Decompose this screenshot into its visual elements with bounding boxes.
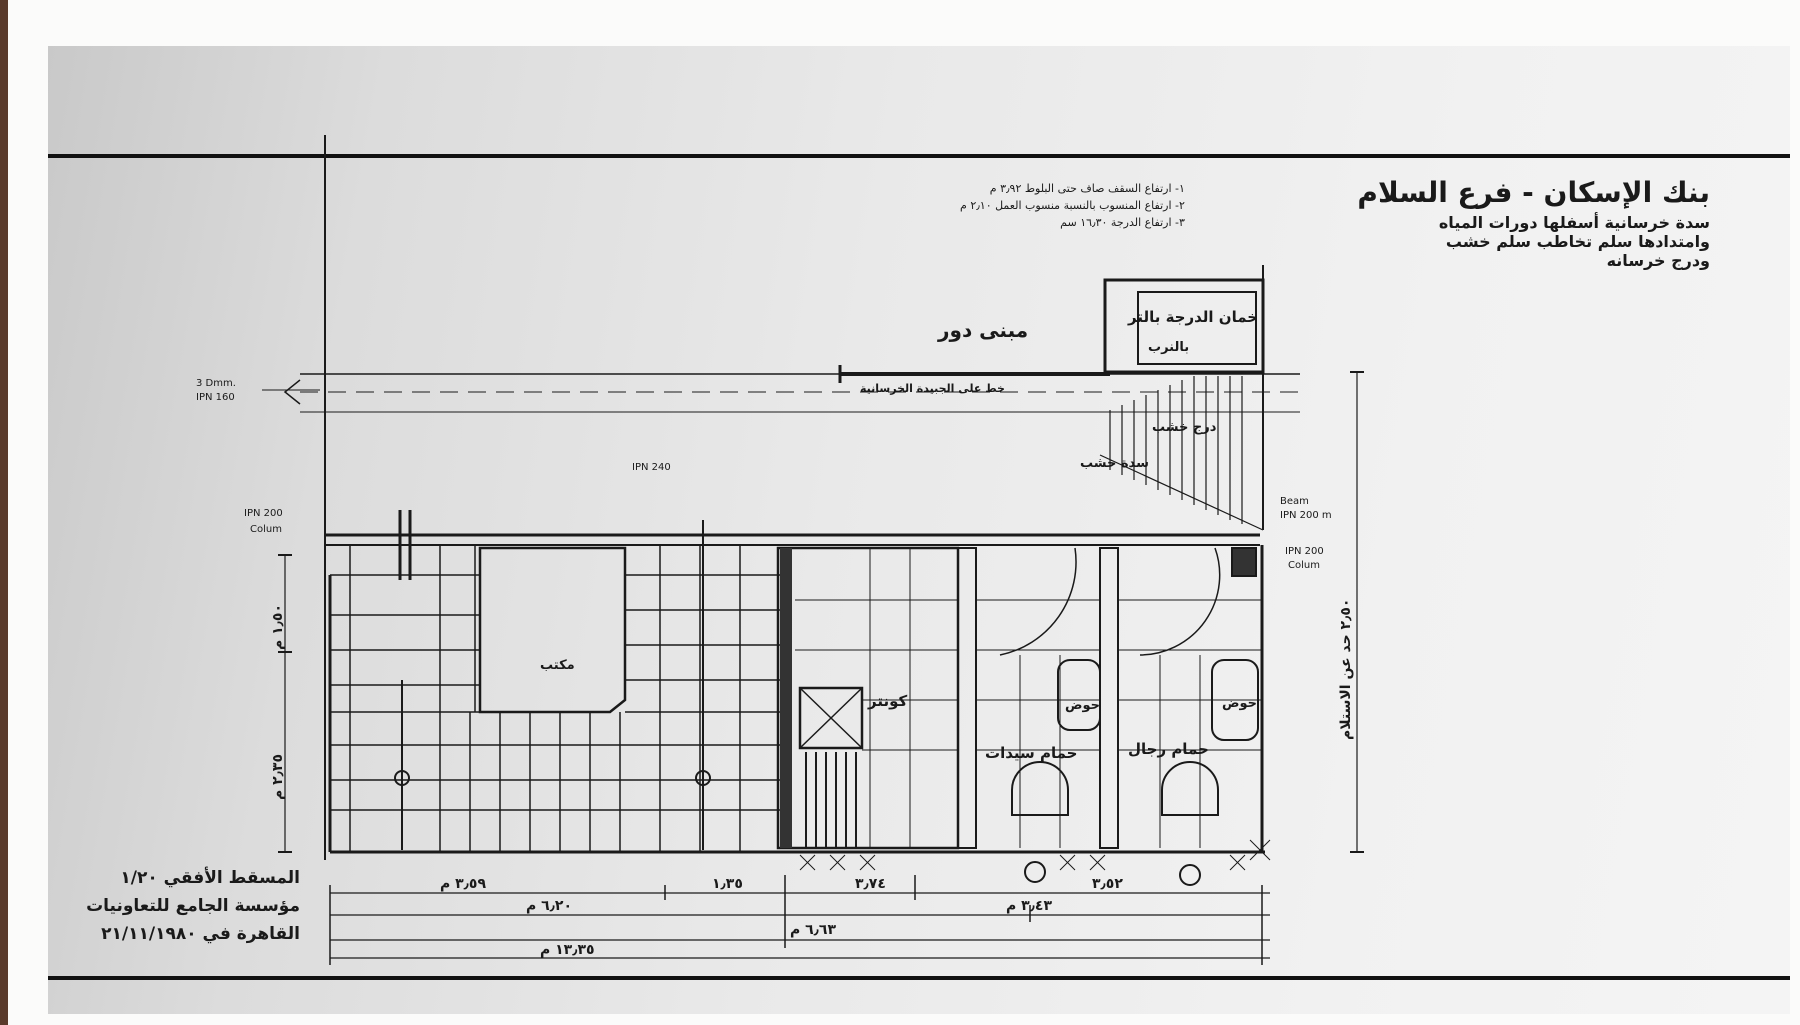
label-office: مكتب: [540, 658, 575, 673]
label-beam-dim-2: IPN 160: [196, 392, 235, 403]
label-beam-dim-1: 3 Dmm.: [196, 378, 236, 389]
door-swing-m: [1139, 547, 1221, 656]
label-street-side: مبنى دور: [938, 318, 1029, 342]
dim-d3: ٣٫٧٤: [855, 876, 886, 892]
dim-d7: ٦٫٦٣ م: [790, 922, 837, 938]
dim-d8: ١٣٫٣٥ م: [540, 942, 595, 958]
vert-dim-left-2: ٢٫٣٥ م: [270, 753, 286, 800]
title-line-3: وامتدادها سلم تخاطب سلم خشب: [1445, 232, 1710, 251]
stair-title-box: [1137, 291, 1257, 365]
label-stair-title: خمان الدرجة بالتر: [1128, 308, 1259, 326]
dim-d5: ٦٫٢٠ م: [526, 898, 573, 914]
caption-line-2: مؤسسة الجامع للتعاونيات: [86, 896, 300, 916]
label-sink-w: حوض: [1065, 698, 1101, 713]
column-right: [1231, 547, 1257, 577]
wc-w: [1011, 761, 1069, 816]
stair-hatch: [805, 752, 857, 848]
caption-line-3: القاهرة في ٢١/١١/١٩٨٠: [101, 924, 300, 944]
photo-edge: [0, 0, 8, 1025]
label-col-right-2: IPN 200 m: [1280, 510, 1332, 521]
note-3: ٣- ارتفاع الدرجة ١٦٫٣٠ سم: [1060, 216, 1185, 229]
label-toilet-women: حمام سيدات: [985, 744, 1078, 762]
left-grid: [330, 510, 780, 852]
partition-1: [957, 547, 977, 849]
title-line-2: سدة خرسانية أسفلها دورات المياه: [1438, 213, 1710, 232]
label-sink-m: حوض: [1222, 696, 1258, 711]
central-office: [478, 546, 627, 714]
label-counter: كونتر: [868, 692, 908, 710]
notes-block: ١- ارتفاع السقف صاف حتى البلوط ٣٫٩٢ م ٢-…: [960, 180, 1185, 231]
vert-dim-left-1: ١٫٥٠ م: [270, 603, 286, 650]
label-col-left-1: IPN 200: [244, 508, 283, 519]
door-swing-w: [999, 547, 1077, 656]
label-stair-sub: بالنرب: [1148, 340, 1190, 355]
dim-d2: ١٫٣٥: [712, 876, 743, 892]
stair-treads: [1099, 376, 1264, 531]
vert-dim-right: ٢٫٥٠ حد عن الاستلام: [1338, 598, 1354, 740]
wc-m: [1161, 761, 1219, 816]
sink-m: [1211, 659, 1259, 741]
drain-marker-2: [1179, 864, 1201, 886]
label-beam-note: خط على الجبيدة الخرسانية: [860, 382, 1005, 395]
title-line-1: بنك الإسكان - فرع السلام: [1357, 176, 1710, 209]
caption-line-1: المسقط الأفقي ١/٢٠: [120, 868, 300, 888]
dim-d1: ٣٫٥٩ م: [440, 876, 487, 892]
title-line-4: ودرج خرسانه: [1606, 251, 1710, 270]
dim-d4: ٣٫٥٢: [1092, 876, 1123, 892]
ground-hatch: [799, 839, 1271, 871]
label-toilet-men: حمام رجال: [1128, 740, 1209, 758]
label-col-right-4: Colum: [1288, 560, 1320, 571]
stair-grid: [795, 548, 958, 848]
drawing-caption: المسقط الأفقي ١/٢٠ مؤسسة الجامع للتعاوني…: [70, 864, 300, 948]
label-stair-wood-1: درج خشب: [1152, 420, 1217, 435]
dim-d6: ٣٫٤٣ م: [1006, 898, 1053, 914]
sink-w: [1057, 659, 1101, 731]
title-block: بنك الإسكان - فرع السلام سدة خرسانية أسف…: [1357, 176, 1710, 270]
stair-room-upper: [1103, 278, 1265, 374]
drain-marker-1: [1024, 861, 1046, 883]
label-col-right-3: IPN 200: [1285, 546, 1324, 557]
label-col-right-1: Beam: [1280, 496, 1309, 507]
note-1: ١- ارتفاع السقف صاف حتى البلوط ٣٫٩٢ م: [989, 182, 1185, 195]
stair-box: [798, 686, 864, 750]
label-stair-wood-2: سدة خشب: [1080, 456, 1149, 471]
label-col-left-2: Colum: [250, 524, 282, 535]
note-2: ٢- ارتفاع المنسوب بالنسبة منسوب العمل ٢٫…: [960, 199, 1185, 212]
partition-2: [1099, 547, 1119, 849]
label-ipn-top: IPN 240: [632, 462, 671, 473]
